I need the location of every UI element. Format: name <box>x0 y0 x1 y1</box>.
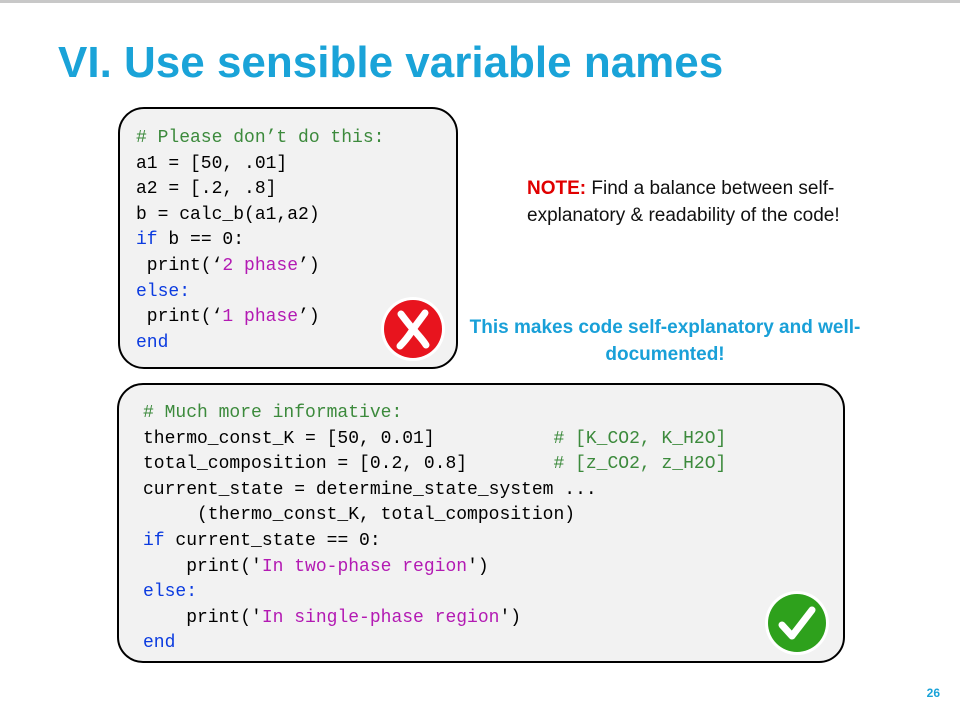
code-token-plain: a1 = [50, .01] <box>136 153 288 174</box>
note-body: Find a balance between self-explanatory … <box>527 178 840 226</box>
code-line: # Much more informative: <box>143 401 726 427</box>
code-line: print('In two-phase region') <box>143 555 726 581</box>
code-line: if b == 0: <box>136 228 384 254</box>
good-code-example: # Much more informative: thermo_const_K =… <box>117 383 845 663</box>
note-text: NOTE: Find a balance between self-explan… <box>527 175 917 229</box>
code-line: if current_state == 0: <box>143 529 726 555</box>
code-token-keyword: else: <box>143 582 198 603</box>
top-rule <box>0 0 960 3</box>
code-token-keyword: end <box>143 633 176 654</box>
code-token-plain: print(' <box>143 607 262 628</box>
note-label: NOTE: <box>527 178 587 199</box>
code-line: b = calc_b(a1,a2) <box>136 203 384 229</box>
code-token-comment: # Please don’t do this: <box>136 128 385 148</box>
code-token-plain: ’) <box>298 307 320 328</box>
code-token-plain: print(‘ <box>136 255 223 276</box>
code-token-comment: # [K_CO2, K_H2O] <box>553 428 727 449</box>
code-line: total_composition = [0.2, 0.8] # [z_CO2,… <box>143 452 726 478</box>
code-token-string: In two-phase region <box>261 556 468 577</box>
red-x-icon <box>380 296 446 362</box>
code-line: else: <box>143 580 726 606</box>
code-line: print(‘2 phase’) <box>136 254 384 280</box>
slide-title: VI. Use sensible variable names <box>58 38 724 87</box>
bad-code-lines: # Please don’t do this: a1 = [50, .01] a2 … <box>136 126 384 356</box>
code-line: thermo_const_K = [50, 0.01] # [K_CO2, K_… <box>143 427 726 453</box>
bad-code-example: # Please don’t do this: a1 = [50, .01] a2 … <box>118 107 458 369</box>
code-line: # Please don’t do this: <box>136 126 384 152</box>
code-token-plain: (thermo_const_K, total_composition) <box>143 505 576 526</box>
code-token-plain: ’) <box>298 255 320 276</box>
code-line: end <box>143 631 726 657</box>
code-token-string: 1 phase <box>222 307 299 328</box>
code-token-plain: ') <box>467 556 489 577</box>
code-line: else: <box>136 280 384 306</box>
code-line: (thermo_const_K, total_composition) <box>143 503 726 529</box>
callout-text: This makes code self-explanatory and wel… <box>469 317 861 365</box>
good-code-lines: # Much more informative: thermo_const_K =… <box>143 401 726 657</box>
code-token-plain: current_state = determine_state_system .… <box>143 479 597 500</box>
code-token-plain: thermo_const_K = [50, 0.01] <box>143 428 554 449</box>
code-token-keyword: if <box>136 230 158 251</box>
code-token-keyword: else: <box>136 281 191 302</box>
code-token-plain: total_composition = [0.2, 0.8] <box>143 454 554 475</box>
code-line: print(‘1 phase’) <box>136 305 384 331</box>
code-line: end <box>136 331 384 357</box>
code-token-plain: current_state == 0: <box>164 530 381 551</box>
code-token-keyword: end <box>136 332 169 353</box>
code-token-keyword: if <box>143 530 165 551</box>
code-token-plain: b = calc_b(a1,a2) <box>136 204 320 225</box>
code-token-string: In single-phase region <box>261 607 500 628</box>
code-token-comment: # [z_CO2, z_H2O] <box>553 454 727 475</box>
code-token-plain: a2 = [.2, .8] <box>136 179 277 200</box>
code-line: a2 = [.2, .8] <box>136 177 384 203</box>
code-token-plain: b == 0: <box>157 230 245 251</box>
code-line: a1 = [50, .01] <box>136 152 384 178</box>
code-token-plain: print(‘ <box>136 307 223 328</box>
code-token-comment: # Much more informative: <box>143 403 403 423</box>
code-line: current_state = determine_state_system .… <box>143 478 726 504</box>
code-token-plain: ') <box>499 607 522 628</box>
page-number: 26 <box>926 686 940 700</box>
code-token-plain: print(' <box>143 556 262 577</box>
code-token-string: 2 phase <box>222 255 299 276</box>
code-line: print('In single-phase region') <box>143 606 726 632</box>
green-check-icon <box>764 590 830 656</box>
